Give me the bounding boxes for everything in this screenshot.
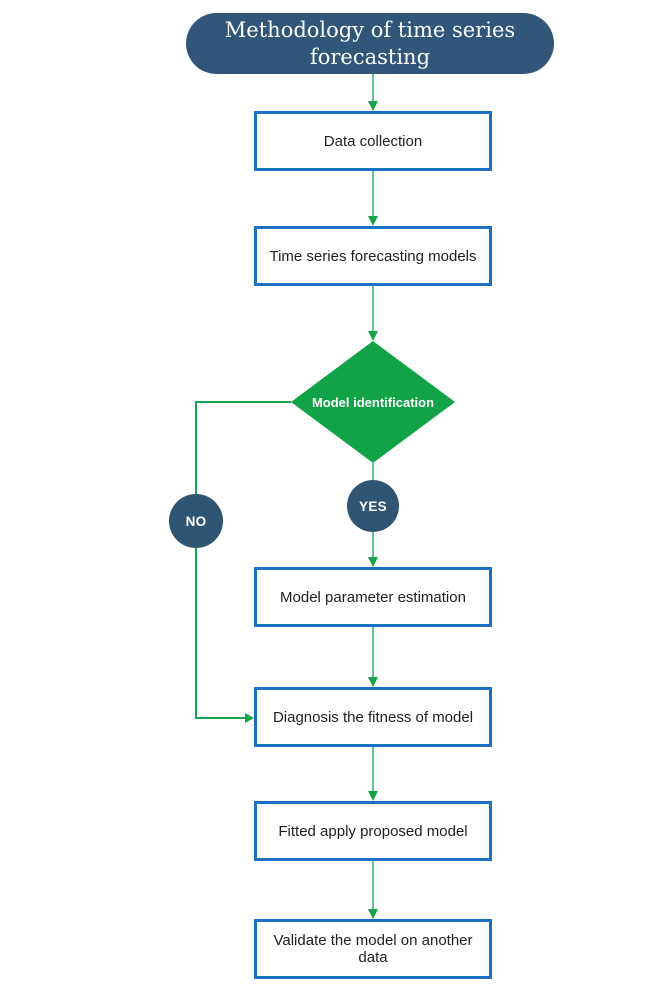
start-node-title: Methodology of time series forecasting (186, 13, 554, 74)
no-label: NO (185, 513, 207, 529)
process-box-parameter-estimation: Model parameter estimation (254, 567, 492, 627)
process-label: Diagnosis the fitness of model (272, 708, 474, 726)
arrowhead-data-collection (368, 101, 378, 111)
flowchart-title: Methodology of time series forecasting (224, 17, 516, 69)
yes-badge: YES (347, 480, 399, 532)
process-label: Time series forecasting models (269, 247, 477, 265)
process-box-diagnosis: Diagnosis the fitness of model (254, 687, 492, 747)
yes-label: YES (359, 498, 387, 514)
connector-no-to-diagnosis (195, 401, 291, 719)
process-box-validate: Validate the model on another data (254, 919, 492, 979)
process-label: Validate the model on another data (273, 932, 473, 966)
decision-diamond-model-identification: Model identification (291, 341, 455, 463)
arrowhead-models (368, 216, 378, 226)
process-label: Model parameter estimation (280, 588, 466, 606)
arrowhead-fitted (368, 791, 378, 801)
decision-label: Model identification (311, 394, 435, 410)
arrowhead-diamond (368, 331, 378, 341)
no-badge: NO (169, 494, 223, 548)
arrowhead-diagnosis (368, 677, 378, 687)
arrowhead-estimation (368, 557, 378, 567)
process-box-fitted-apply: Fitted apply proposed model (254, 801, 492, 861)
process-label: Fitted apply proposed model (278, 822, 468, 840)
process-box-forecasting-models: Time series forecasting models (254, 226, 492, 286)
arrowhead-validate (368, 909, 378, 919)
process-box-data-collection: Data collection (254, 111, 492, 171)
arrowhead-no-diagnosis (245, 713, 254, 723)
process-label: Data collection (323, 132, 423, 150)
